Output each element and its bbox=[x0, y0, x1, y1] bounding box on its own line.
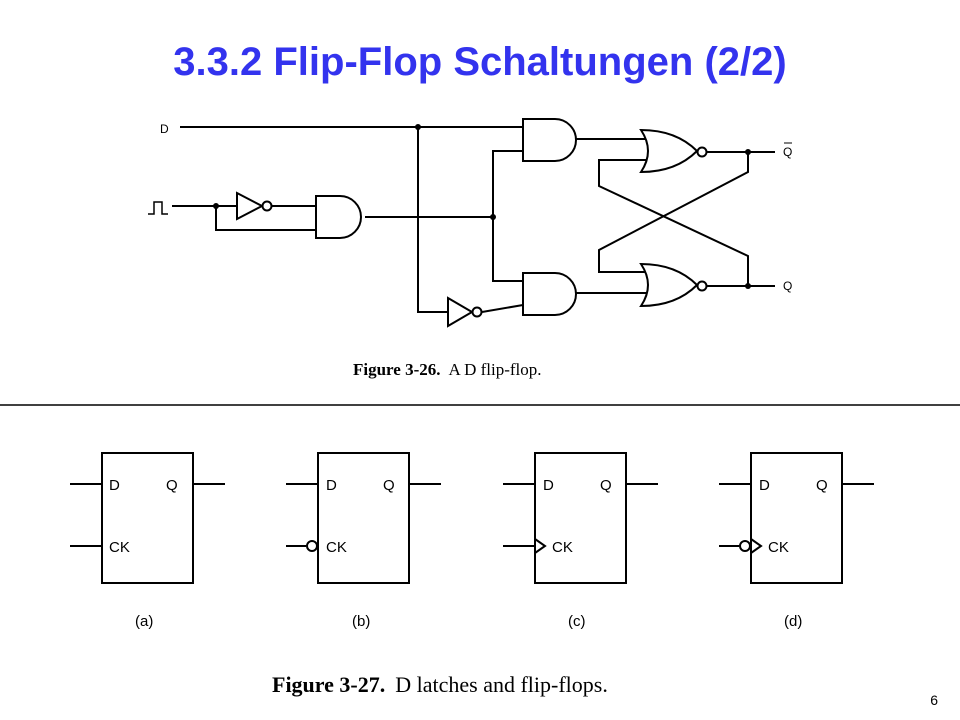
output-qbar-label: Q bbox=[783, 142, 792, 159]
figure-26-caption-number: Figure 3-26. bbox=[353, 360, 441, 379]
page-number: 6 bbox=[930, 692, 938, 708]
variant-label: (b) bbox=[352, 613, 370, 630]
latch-variant-c: D Q CK (c) bbox=[503, 452, 658, 630]
clock-pulse-icon bbox=[148, 201, 168, 215]
circuit-wires bbox=[172, 126, 775, 313]
variant-label: (a) bbox=[135, 613, 153, 630]
edge-trigger-icon bbox=[750, 538, 763, 554]
output-qbar-text: Q bbox=[783, 145, 792, 159]
latch-variants: D Q CK (a) D Q CK (b) D Q CK (c) bbox=[70, 452, 874, 697]
input-d-label: D bbox=[759, 477, 770, 494]
input-d-label: D bbox=[109, 477, 120, 494]
output-q-label: Q bbox=[383, 477, 395, 494]
clock-ck-label: CK bbox=[768, 539, 789, 556]
figure-27-caption: Figure 3-27. D latches and flip-flops. bbox=[272, 672, 608, 697]
slide-title: 3.3.2 Flip-Flop Schaltungen (2/2) bbox=[173, 40, 787, 84]
d-flip-flop-circuit: D Q Q bbox=[148, 118, 792, 379]
clock-ck-label: CK bbox=[552, 539, 573, 556]
upper-nor-gate bbox=[639, 128, 708, 174]
clock-inverter-gate bbox=[236, 191, 273, 221]
output-q-label: Q bbox=[600, 477, 612, 494]
inversion-bubble-icon bbox=[739, 540, 751, 552]
output-q-label: Q bbox=[816, 477, 828, 494]
input-d-label: D bbox=[543, 477, 554, 494]
clock-ck-label: CK bbox=[326, 539, 347, 556]
lower-and-gate bbox=[522, 272, 577, 316]
d-inverter-gate bbox=[447, 296, 483, 328]
edge-trigger-icon bbox=[534, 538, 547, 554]
latch-variant-a: D Q CK (a) bbox=[70, 452, 225, 630]
input-d-label: D bbox=[326, 477, 337, 494]
figure-26-caption-text: A D flip-flop. bbox=[449, 360, 542, 379]
latch-variant-d: D Q CK (d) bbox=[719, 452, 874, 630]
lower-nor-gate bbox=[639, 262, 708, 308]
variant-label: (c) bbox=[568, 613, 586, 630]
output-q-label: Q bbox=[783, 279, 792, 293]
variant-label: (d) bbox=[784, 613, 802, 630]
figure-27-caption-number: Figure 3-27. bbox=[272, 672, 385, 697]
clock-ck-label: CK bbox=[109, 539, 130, 556]
output-q-label: Q bbox=[166, 477, 178, 494]
junction-dots bbox=[213, 124, 751, 289]
input-d-label: D bbox=[160, 122, 169, 136]
figure-27-caption-text: D latches and flip-flops. bbox=[395, 672, 608, 697]
upper-and-gate bbox=[522, 118, 577, 162]
latch-variant-b: D Q CK (b) bbox=[286, 452, 441, 630]
inversion-bubble-icon bbox=[306, 540, 318, 552]
figure-26-caption: Figure 3-26. A D flip-flop. bbox=[353, 360, 542, 379]
clock-and-gate bbox=[315, 195, 362, 239]
